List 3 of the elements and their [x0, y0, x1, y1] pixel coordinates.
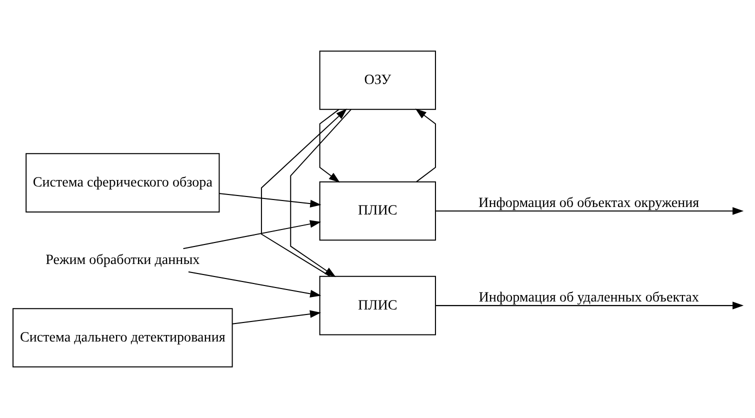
- edge-label: Информация об удаленных объектах: [478, 290, 698, 306]
- node-text: Режим обработки данных: [45, 252, 200, 268]
- edge-label: Информация об объектах окружения: [478, 195, 699, 212]
